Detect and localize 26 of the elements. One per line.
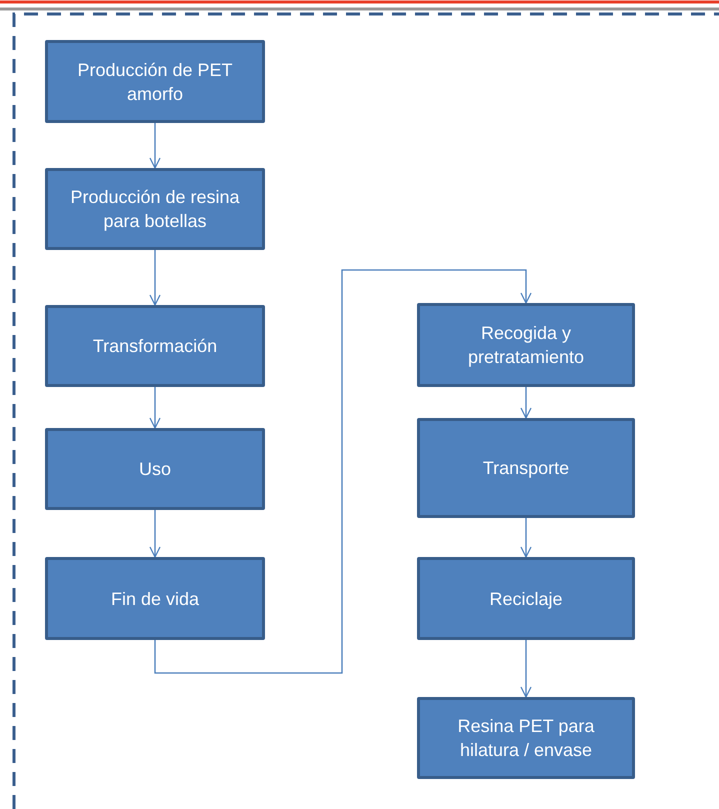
box-label: Producción de PET amorfo <box>76 58 234 106</box>
arrow <box>154 269 532 674</box>
arrow <box>149 510 161 558</box>
box-label: Producción de resina para botellas <box>69 186 241 233</box>
process-box <box>417 303 635 387</box>
process-box <box>417 557 635 640</box>
box-label: Resina PET para hilatura / envase <box>456 715 596 762</box>
arrow <box>520 387 532 419</box>
box-label: Transporte <box>482 457 570 480</box>
box-label: Transformación <box>92 335 218 358</box>
box-label: Uso <box>138 458 172 481</box>
process-box <box>417 697 635 779</box>
process-box <box>45 168 265 250</box>
box-label: Reciclaje <box>488 588 564 610</box>
box-label: Recogida y pretratamiento <box>466 322 586 369</box>
arrow <box>149 387 161 429</box>
arrow <box>520 518 532 558</box>
process-box <box>45 557 265 640</box>
process-box <box>45 40 265 123</box>
process-box <box>45 305 265 387</box>
process-box <box>45 428 265 510</box>
arrow <box>520 640 532 698</box>
process-box <box>417 418 635 518</box>
arrow <box>149 250 161 306</box>
arrow <box>149 123 161 169</box>
box-label: Fin de vida <box>110 588 200 610</box>
